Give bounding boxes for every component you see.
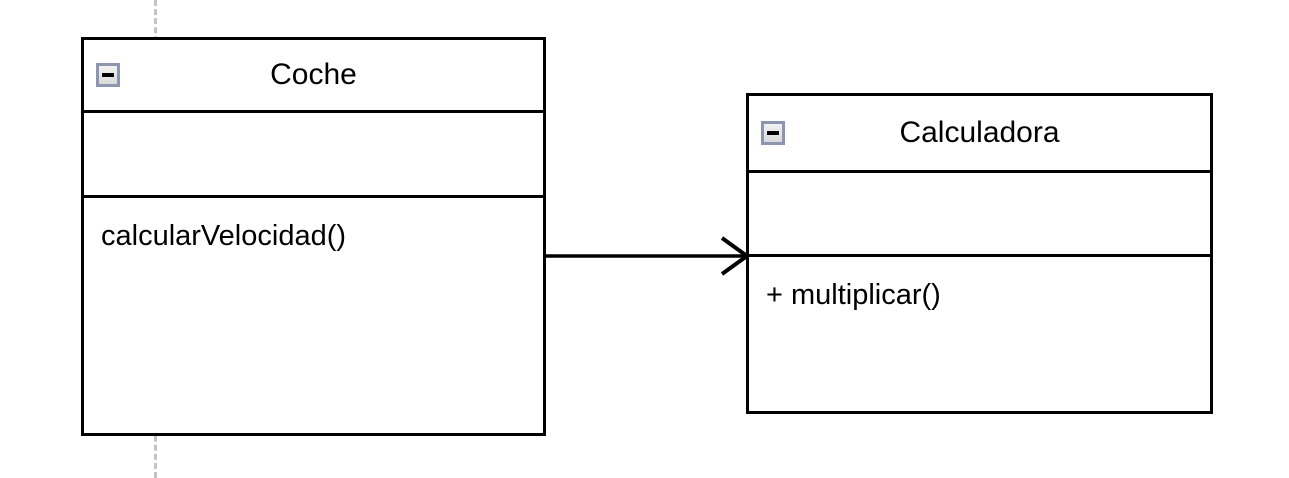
minus-icon[interactable] [761, 121, 785, 145]
connector-coche-to-calculadora[interactable] [546, 236, 751, 276]
uml-class-calculadora[interactable]: Calculadora + multiplicar() [746, 93, 1213, 414]
uml-class-coche[interactable]: Coche calcularVelocidad() [81, 37, 546, 436]
class-operations-calculadora: + multiplicar() [749, 254, 1210, 407]
class-header-coche: Coche [84, 40, 543, 110]
minus-icon-bar [102, 73, 114, 77]
class-attributes-coche [84, 110, 543, 195]
operation-row[interactable]: + multiplicar() [766, 279, 941, 311]
class-name-coche: Coche [270, 58, 357, 91]
class-attributes-calculadora [749, 170, 1210, 254]
class-name-calculadora: Calculadora [899, 116, 1060, 149]
class-header-calculadora: Calculadora [749, 96, 1210, 170]
open-arrowhead-icon [720, 236, 751, 276]
operation-row[interactable]: calcularVelocidad() [101, 220, 347, 252]
minus-icon[interactable] [96, 63, 120, 87]
class-operations-coche: calcularVelocidad() [84, 195, 543, 433]
minus-icon-bar [767, 131, 779, 135]
